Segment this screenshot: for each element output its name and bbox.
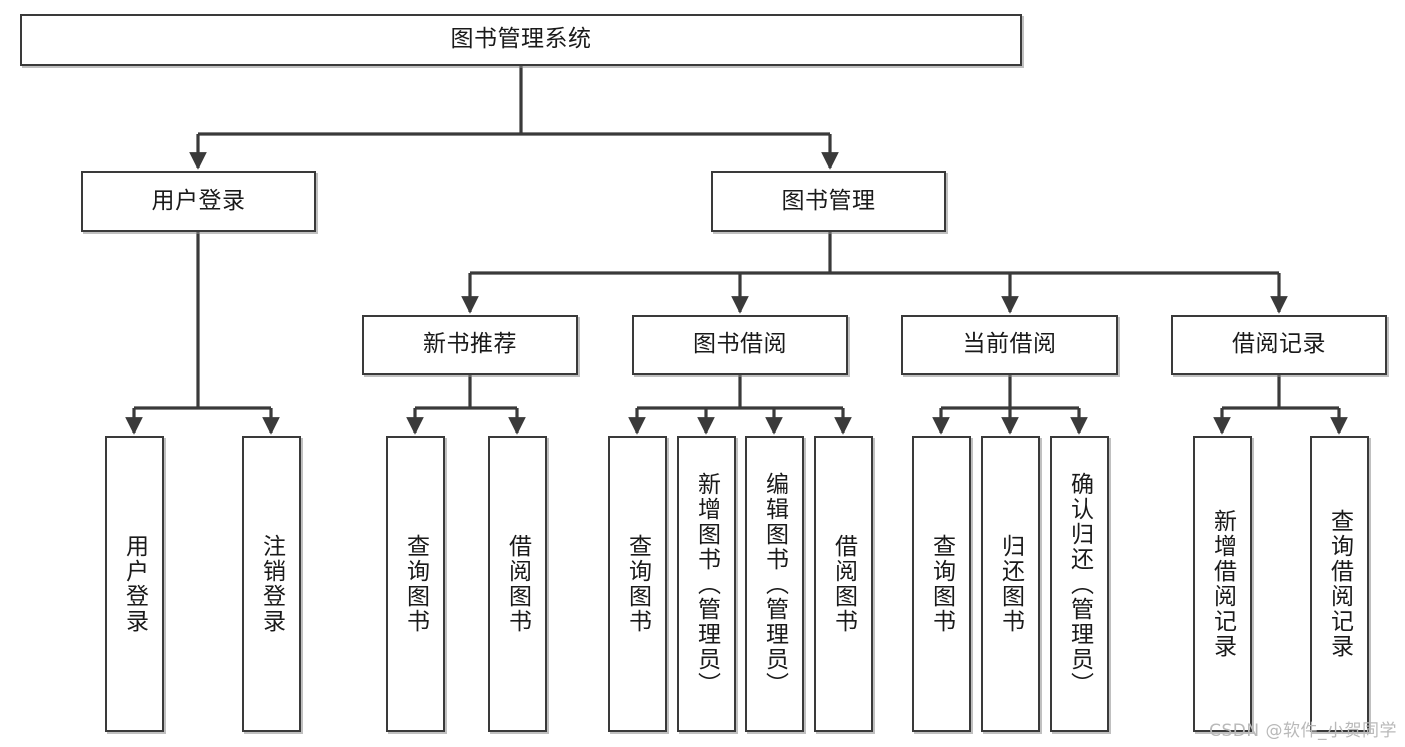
node-user-login[interactable]: 用户登录 bbox=[81, 171, 316, 232]
node-label: 新书推荐 bbox=[423, 331, 517, 358]
leaf-add-borrowing-record[interactable]: 新增借阅记录 bbox=[1193, 436, 1252, 732]
node-label: 确认归还（管理员） bbox=[1066, 471, 1093, 697]
node-label: 查询图书 bbox=[624, 534, 651, 634]
node-new-book-recommendation[interactable]: 新书推荐 bbox=[362, 315, 578, 375]
node-book-management[interactable]: 图书管理 bbox=[711, 171, 946, 232]
leaf-edit-book-admin[interactable]: 编辑图书（管理员） bbox=[745, 436, 804, 732]
node-current-borrowing[interactable]: 当前借阅 bbox=[901, 315, 1118, 375]
leaf-query-borrowing-record[interactable]: 查询借阅记录 bbox=[1310, 436, 1369, 732]
node-borrowing-records[interactable]: 借阅记录 bbox=[1171, 315, 1387, 375]
node-label: 借阅记录 bbox=[1232, 331, 1326, 358]
node-label: 借阅图书 bbox=[504, 534, 531, 634]
node-label: 借阅图书 bbox=[830, 534, 857, 634]
leaf-confirm-return-admin[interactable]: 确认归还（管理员） bbox=[1050, 436, 1109, 732]
leaf-add-book-admin[interactable]: 新增图书（管理员） bbox=[677, 436, 736, 732]
node-label: 新增图书（管理员） bbox=[693, 471, 720, 697]
node-label: 用户登录 bbox=[151, 187, 246, 214]
node-label: 编辑图书（管理员） bbox=[761, 471, 788, 697]
node-label: 用户登录 bbox=[121, 534, 148, 634]
leaf-query-books-current[interactable]: 查询图书 bbox=[912, 436, 971, 732]
node-book-borrowing[interactable]: 图书借阅 bbox=[632, 315, 848, 375]
leaf-logout[interactable]: 注销登录 bbox=[242, 436, 301, 732]
node-label: 查询图书 bbox=[928, 534, 955, 634]
node-label: 注销登录 bbox=[258, 534, 285, 634]
watermark-csdn: CSDN @软件_小贺同学 bbox=[1209, 721, 1397, 741]
node-label: 查询图书 bbox=[402, 534, 429, 634]
leaf-return-books[interactable]: 归还图书 bbox=[981, 436, 1040, 732]
node-label: 图书借阅 bbox=[693, 331, 787, 358]
leaf-query-books-borrowing[interactable]: 查询图书 bbox=[608, 436, 667, 732]
node-label: 查询借阅记录 bbox=[1326, 509, 1353, 659]
node-label: 新增借阅记录 bbox=[1209, 509, 1236, 659]
node-label: 图书管理系统 bbox=[450, 26, 592, 53]
leaf-borrow-books-recommendation[interactable]: 借阅图书 bbox=[488, 436, 547, 732]
node-root-book-management-system[interactable]: 图书管理系统 bbox=[20, 14, 1022, 66]
leaf-borrow-books-borrowing[interactable]: 借阅图书 bbox=[814, 436, 873, 732]
node-label: 图书管理 bbox=[781, 187, 876, 214]
node-label: 归还图书 bbox=[997, 534, 1024, 634]
leaf-query-books-recommendation[interactable]: 查询图书 bbox=[386, 436, 445, 732]
leaf-user-login[interactable]: 用户登录 bbox=[105, 436, 164, 732]
node-label: 当前借阅 bbox=[962, 331, 1057, 358]
